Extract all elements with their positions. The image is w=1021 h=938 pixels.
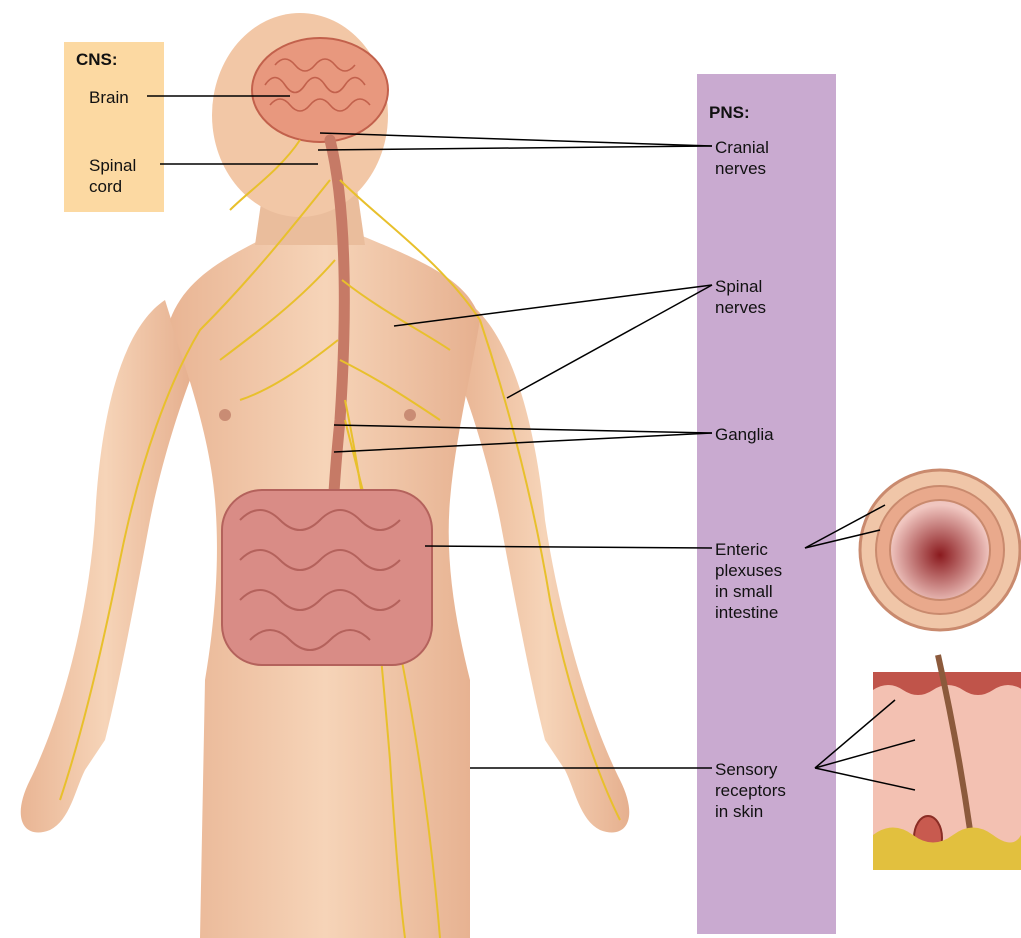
- nipple-left: [404, 409, 416, 421]
- small-intestine-inset: [860, 470, 1020, 630]
- skin-inset: [873, 655, 1021, 870]
- cns-label-brain: Brain: [89, 87, 129, 108]
- cns-heading: CNS:: [76, 49, 118, 70]
- right-arm: [21, 300, 190, 833]
- pns-heading: PNS:: [709, 102, 750, 123]
- pns-label-cranial-nerves: Cranial nerves: [715, 137, 769, 179]
- intestines: [222, 490, 432, 665]
- pns-label-sensory-receptors: Sensory receptors in skin: [715, 759, 786, 822]
- nipple-right: [219, 409, 231, 421]
- cns-label-spinal-cord: Spinal cord: [89, 155, 136, 197]
- brain: [252, 38, 388, 142]
- pns-label-ganglia: Ganglia: [715, 424, 774, 445]
- pns-label-enteric-plexuses: Enteric plexuses in small intestine: [715, 539, 782, 623]
- pns-label-spinal-nerves: Spinal nerves: [715, 276, 766, 318]
